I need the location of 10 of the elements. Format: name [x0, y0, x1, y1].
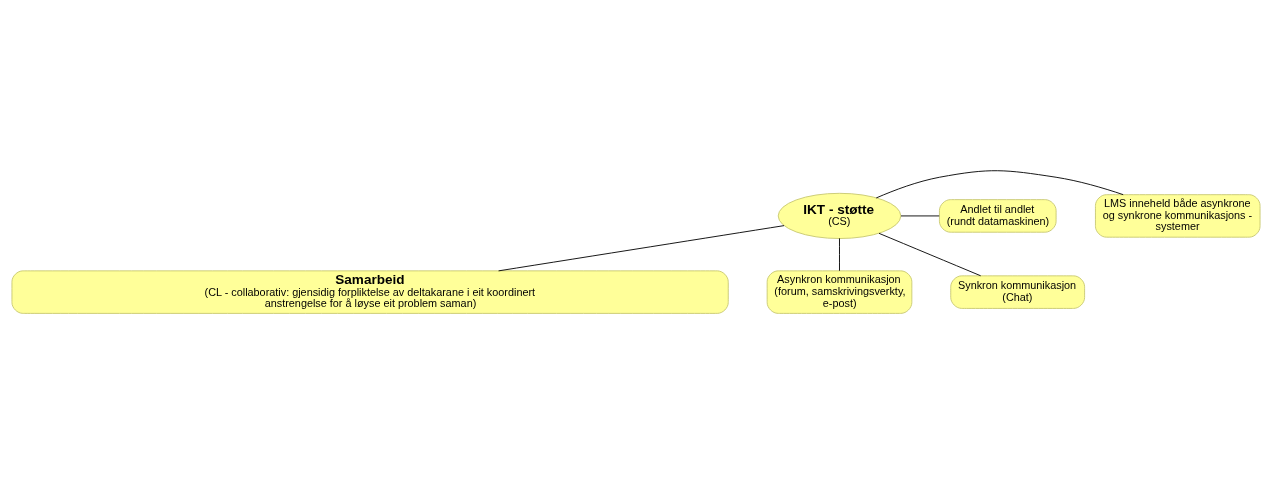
node-ellipse: IKT - støtte (CS) [777, 192, 902, 239]
connector [498, 225, 785, 272]
connector [839, 237, 840, 272]
node-box: Samarbeid (CL - collaborativ: gjensidig forpliktelse av deltakarane i eit koordinert anstrengelse for å løyse eit problem saman) [11, 270, 729, 314]
node-box: Andlet til andlet (rundt datamaskinen) [939, 199, 1057, 233]
node-box: LMS inneheld både asynkrone og synkrone kommunikasjons - systemer [1095, 194, 1261, 238]
connector [875, 170, 1124, 199]
node-box: Asynkron kommunikasjon (forum, samskrivingsverkty, e-post) [766, 270, 913, 314]
node-box: Synkron kommunikasjon (Chat) [950, 275, 1086, 309]
connector [878, 232, 982, 277]
